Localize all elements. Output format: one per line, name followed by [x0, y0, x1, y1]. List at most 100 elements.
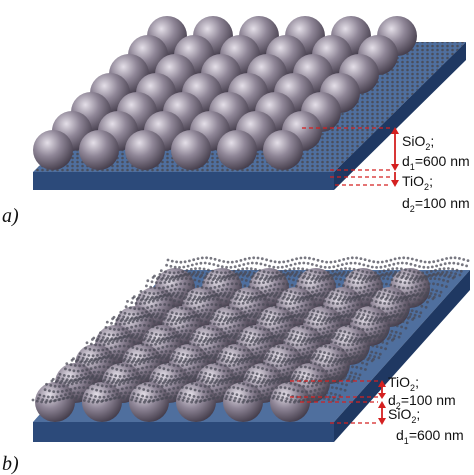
- tio2-nanoparticle: [273, 260, 277, 264]
- tio2-nanoparticle: [202, 280, 205, 284]
- tio2-nanoparticle: [249, 390, 253, 393]
- tio2-nanoparticle: [287, 271, 290, 275]
- tio2-nanoparticle: [111, 341, 115, 344]
- tio2-nanoparticle: [299, 335, 302, 339]
- tio2-nanoparticle: [323, 287, 327, 291]
- tio2-nanoparticle: [192, 343, 196, 347]
- tio2-nanoparticle: [173, 299, 177, 303]
- tio2-nanoparticle: [283, 307, 287, 311]
- tio2-nanoparticle: [359, 257, 363, 260]
- tio2-nanoparticle: [403, 295, 407, 299]
- tio2-nanoparticle: [77, 355, 81, 359]
- tio2-nanoparticle: [261, 353, 265, 357]
- tio2-nanoparticle: [137, 357, 141, 361]
- tio2-nanoparticle: [309, 303, 312, 306]
- tio2-nanoparticle: [267, 328, 271, 331]
- tio2-nanoparticle: [183, 312, 187, 316]
- tio2-nanoparticle: [62, 384, 65, 388]
- tio2-nanoparticle: [315, 314, 318, 317]
- tio2-nanoparticle: [246, 301, 249, 304]
- tio2-nanoparticle: [353, 261, 357, 265]
- tio2-nanoparticle: [269, 339, 273, 343]
- tio2-nanoparticle: [196, 310, 200, 313]
- panel-a-arrowhead: [391, 164, 399, 171]
- tio2-nanoparticle: [319, 288, 323, 292]
- tio2-nanoparticle: [322, 331, 325, 335]
- tio2-nanoparticle: [201, 378, 205, 382]
- tio2-nanoparticle: [94, 357, 98, 361]
- tio2-nanoparticle: [98, 395, 102, 399]
- tio2-nanoparticle: [127, 333, 131, 337]
- tio2-nanoparticle: [266, 280, 270, 284]
- tio2-nanoparticle: [183, 282, 187, 286]
- tio2-nanoparticle: [293, 354, 296, 357]
- tio2-nanoparticle: [205, 272, 209, 276]
- tio2-nanoparticle: [255, 372, 259, 376]
- tio2-nanoparticle: [232, 269, 236, 273]
- tio2-nanoparticle: [269, 275, 273, 278]
- tio2-nanoparticle: [395, 295, 399, 299]
- panel-b-arrowhead: [378, 401, 386, 408]
- tio2-nanoparticle: [182, 265, 186, 269]
- tio2-nanoparticle: [332, 316, 336, 320]
- tio2-nanoparticle: [176, 386, 180, 390]
- tio2-nanoparticle: [124, 339, 127, 343]
- tio2-nanoparticle: [142, 388, 146, 391]
- tio2-nanoparticle: [193, 278, 197, 282]
- tio2-nanoparticle: [145, 310, 148, 314]
- tio2-nanoparticle: [180, 356, 184, 360]
- tio2-nanoparticle: [322, 378, 326, 381]
- tio2-nanoparticle: [175, 369, 179, 373]
- tio2-nanoparticle: [214, 333, 218, 337]
- tio2-nanoparticle: [374, 351, 378, 355]
- tio2-nanoparticle: [383, 265, 387, 268]
- tio2-nanoparticle: [239, 333, 243, 336]
- tio2-nanoparticle: [353, 351, 356, 355]
- tio2-nanoparticle: [313, 333, 317, 337]
- tio2-nanoparticle: [147, 374, 151, 378]
- tio2-nanoparticle: [262, 378, 266, 381]
- tio2-nanoparticle: [329, 282, 333, 286]
- tio2-nanoparticle: [347, 377, 351, 381]
- tio2-nanoparticle: [334, 277, 338, 280]
- tio2-nanoparticle: [339, 294, 343, 298]
- tio2-nanoparticle: [355, 256, 358, 260]
- tio2-nanoparticle: [258, 269, 262, 272]
- tio2-nanoparticle: [360, 333, 364, 337]
- tio2-nanoparticle: [210, 389, 214, 393]
- tio2-nanoparticle: [148, 370, 152, 374]
- tio2-nanoparticle: [421, 291, 424, 295]
- tio2-nanoparticle: [173, 381, 177, 385]
- tio2-nanoparticle: [109, 385, 113, 388]
- tio2-nanoparticle: [174, 394, 177, 398]
- tio2-nanoparticle: [168, 317, 172, 321]
- tio2-nanoparticle: [363, 309, 367, 313]
- tio2-nanoparticle: [358, 262, 361, 266]
- tio2-nanoparticle: [267, 298, 271, 301]
- tio2-nanoparticle: [377, 294, 380, 298]
- tio2-nanoparticle: [211, 327, 215, 331]
- tio2-nanoparticle: [400, 299, 404, 303]
- tio2-nanoparticle: [299, 271, 303, 274]
- tio2-nanoparticle: [73, 364, 77, 367]
- tio2-nanoparticle: [154, 333, 158, 336]
- tio2-nanoparticle: [379, 316, 383, 320]
- tio2-nanoparticle: [181, 364, 184, 367]
- tio2-nanoparticle: [406, 275, 409, 279]
- tio2-nanoparticle: [203, 352, 206, 355]
- tio2-nanoparticle: [397, 319, 401, 322]
- tio2-nanoparticle: [202, 360, 206, 363]
- tio2-nanoparticle: [141, 357, 145, 361]
- tio2-nanoparticle: [277, 333, 281, 337]
- tio2-nanoparticle: [135, 347, 139, 351]
- tio2-nanoparticle: [370, 350, 374, 354]
- tio2-nanoparticle: [360, 303, 364, 306]
- tio2-nanoparticle: [433, 277, 437, 280]
- tio2-nanoparticle: [203, 299, 207, 303]
- tio2-nanoparticle: [196, 334, 200, 338]
- tio2-nanoparticle: [175, 312, 178, 316]
- tio2-nanoparticle: [258, 350, 262, 354]
- tio2-nanoparticle: [266, 363, 270, 366]
- tio2-nanoparticle: [139, 302, 142, 305]
- tio2-nanoparticle: [443, 262, 447, 266]
